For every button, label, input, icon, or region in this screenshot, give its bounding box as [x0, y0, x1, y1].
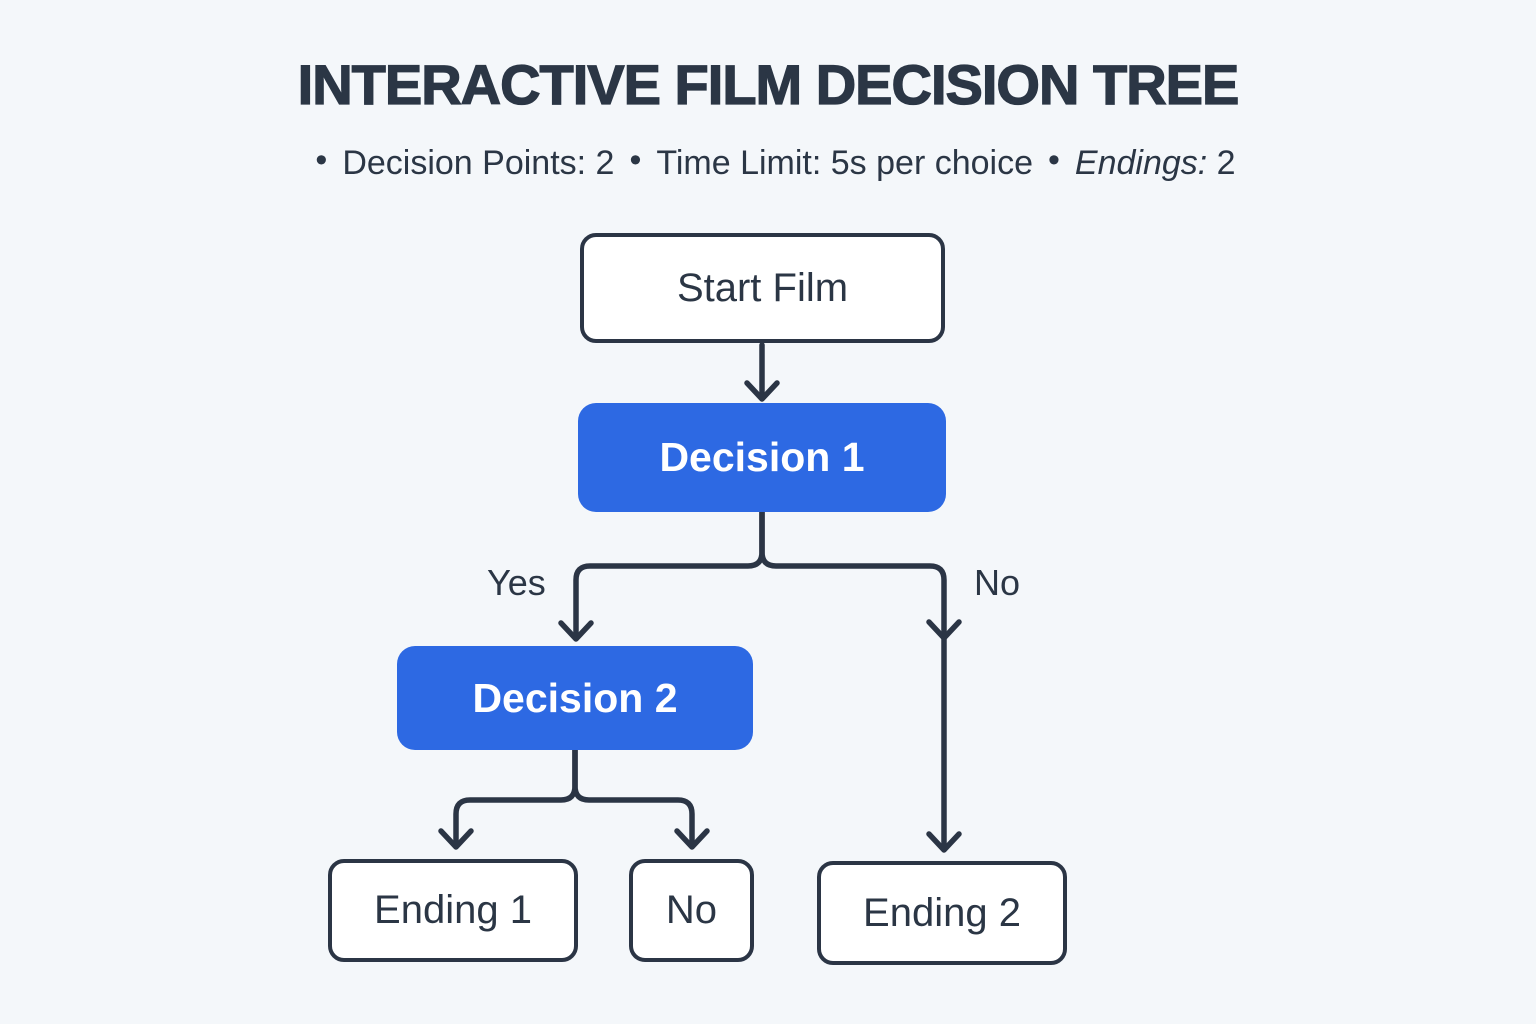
edge-start-to-decision1	[744, 342, 780, 402]
node-ending-2: Ending 2	[817, 861, 1067, 965]
bullet-icon: •	[315, 141, 328, 179]
meta-time-limit: Time Limit: 5s per choice	[656, 144, 1033, 182]
edge-label-yes: Yes	[487, 562, 546, 603]
page-title: INTERACTIVE FILM DECISION TREE	[297, 52, 1240, 116]
meta-decision-points: Decision Points: 2	[342, 144, 615, 182]
node-label: No	[665, 888, 718, 932]
edge-decision1-to-ending2	[759, 509, 962, 853]
edge-decision2-to-no	[572, 747, 710, 850]
edge-decision1-to-decision2	[558, 509, 765, 642]
node-ending-1: Ending 1	[328, 859, 578, 962]
bullet-icon: •	[1048, 141, 1060, 179]
meta-line: • Decision Points: 2 • Time Limit: 5s per c…	[0, 141, 1536, 183]
meta-endings-label: Endings:	[1074, 144, 1208, 182]
node-label: Decision 2	[472, 674, 678, 721]
edge-decision2-to-ending1	[438, 747, 578, 850]
node-label: Ending 1	[374, 888, 532, 932]
node-label: Ending 2	[863, 890, 1021, 935]
node-label: Start Film	[676, 265, 849, 310]
node-label: Decision 1	[659, 434, 865, 480]
node-decision-2: Decision 2	[397, 646, 753, 750]
node-decision-1: Decision 1	[578, 403, 946, 512]
meta-endings-value: 2	[1207, 144, 1236, 182]
edge-label-no: No	[974, 562, 1021, 603]
node-no: No	[629, 859, 754, 962]
node-start-film: Start Film	[580, 233, 945, 343]
bullet-icon: •	[629, 141, 642, 179]
